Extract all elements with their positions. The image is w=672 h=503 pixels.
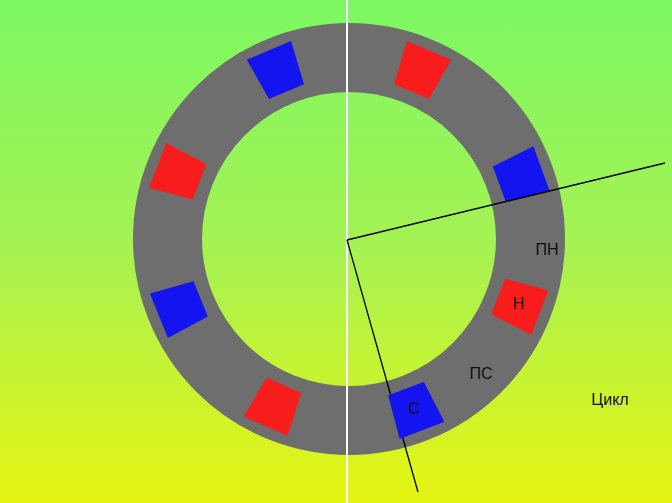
magnet	[150, 281, 208, 338]
axis-line	[346, 0, 348, 503]
magnet	[244, 377, 302, 436]
zone-label: Цикл	[591, 391, 628, 409]
magnet	[247, 41, 304, 99]
magnet	[493, 146, 550, 202]
magnet	[149, 143, 206, 199]
magnet	[394, 41, 451, 99]
zone-label: ПС	[469, 365, 492, 383]
magnet-label: С	[409, 400, 421, 418]
magnet-label: Н	[514, 295, 526, 313]
sector-line	[347, 240, 418, 492]
magnet-group	[149, 41, 550, 436]
sector-line	[347, 163, 665, 240]
rotor-ring	[168, 58, 531, 421]
zone-label: ПН	[535, 241, 558, 259]
